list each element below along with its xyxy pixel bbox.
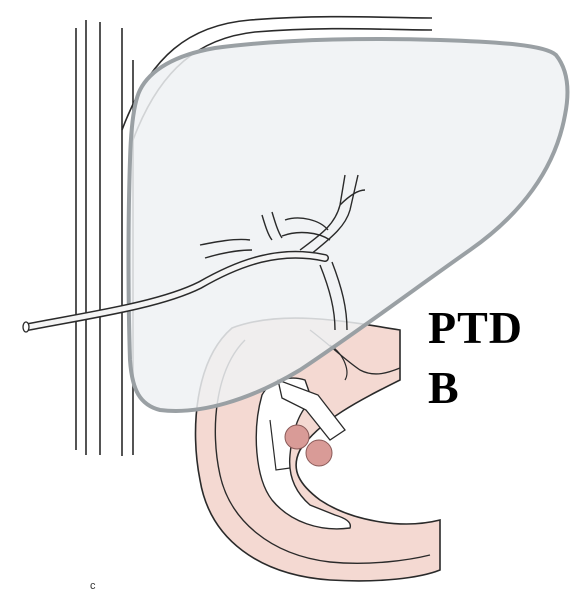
catheter-end [23, 322, 29, 332]
procedure-label-line1: PTD [428, 305, 523, 351]
vertical-vessels [76, 20, 133, 456]
gallstone-1 [285, 425, 309, 449]
procedure-label-line2: B [428, 365, 460, 411]
gallstone-2 [306, 440, 332, 466]
panel-letter: c [90, 580, 96, 592]
